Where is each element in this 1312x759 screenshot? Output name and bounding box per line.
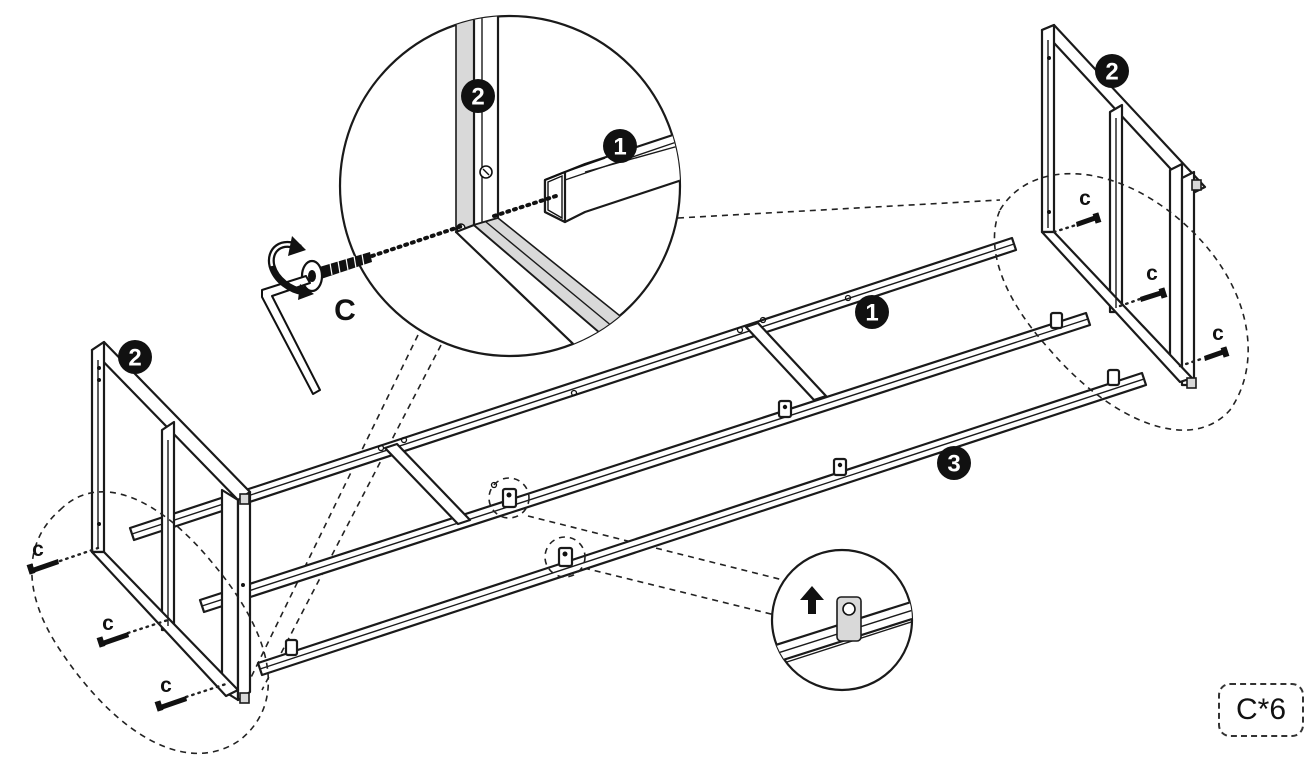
screw-label-right-3: c [1212, 322, 1224, 345]
cross-bars [383, 321, 828, 526]
detail-magnifier-tab [770, 548, 914, 692]
svg-text:1: 1 [865, 300, 878, 327]
right-end-frame [1040, 23, 1207, 389]
bolt-c [300, 252, 372, 293]
screw-left-2 [96, 618, 170, 648]
rail-bottom [256, 371, 1148, 677]
callout-part-2-magnifier: 2 [461, 79, 495, 113]
tab-highlight-2 [544, 536, 586, 578]
screw-label-left-3: c [160, 674, 172, 697]
screw-left-1 [26, 546, 100, 575]
leader-lines [239, 199, 1001, 701]
screw-label-left-1: c [32, 538, 44, 561]
svg-text:2: 2 [471, 84, 484, 111]
left-screw-group-outline [31, 491, 270, 755]
callout-part-3-rail: 3 [937, 446, 971, 480]
detail-magnifier-joint [338, 14, 682, 358]
screw-label-left-2: c [102, 612, 114, 635]
screw-left-3 [154, 682, 228, 712]
rail-tabs [284, 294, 1121, 657]
callout-part-2-left: 2 [118, 340, 152, 374]
up-arrow-icon [800, 586, 824, 614]
callout-part-1-rail: 1 [855, 295, 889, 329]
bolt-label-c: C [334, 294, 356, 327]
callout-part-1-magnifier: 1 [603, 129, 637, 163]
screw-right-1 [1052, 212, 1102, 234]
rotate-arrow-icon [267, 236, 314, 300]
left-end-frame [90, 340, 252, 704]
right-screw-group-outline [993, 172, 1249, 431]
screw-right-3 [1178, 346, 1230, 368]
screw-label-right-2: c [1146, 262, 1158, 285]
svg-text:3: 3 [947, 451, 960, 478]
svg-text:2: 2 [1105, 59, 1118, 86]
rail-top [128, 236, 1018, 542]
svg-text:2: 2 [128, 345, 141, 372]
callout-part-2-right: 2 [1095, 54, 1129, 88]
screw-right-2 [1118, 287, 1168, 308]
allen-key-icon [261, 275, 321, 395]
svg-text:1: 1 [613, 134, 626, 161]
quantity-badge: C*6 [1218, 683, 1304, 737]
screw-label-right-1: c [1079, 187, 1091, 210]
tab-highlight-1 [488, 477, 530, 519]
